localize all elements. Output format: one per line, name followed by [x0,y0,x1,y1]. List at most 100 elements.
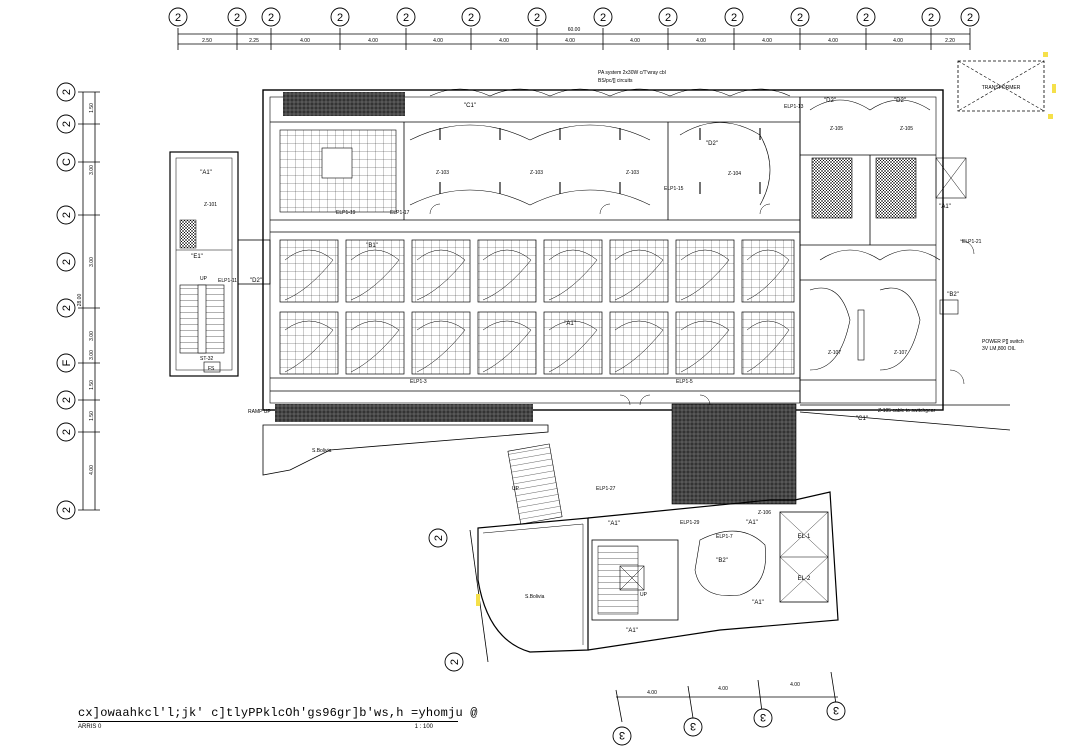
top-dim: 4.00 [499,38,509,44]
top-dim: 4.00 [433,38,443,44]
grid-bubble: 2 [731,12,737,24]
left-dim: 1.50 [89,380,95,390]
up-label: UP [200,276,208,282]
pa-note: PA system 2x30W c/T'wray cbl [598,70,666,76]
top-dim: 4.00 [630,38,640,44]
zone-label: Z-107 [894,350,907,356]
grid-bubble: 2 [534,12,540,24]
room-tag: "D2" [250,278,262,284]
grid-bubble: 2 [600,12,606,24]
elp-label: ELP1-27 [596,486,616,492]
room-tag: "A1" [746,520,758,526]
grid-bubble: 2 [863,12,869,24]
reading-room-tables [279,129,397,213]
left-dim: 1.50 [89,103,95,113]
room-tag: "D2" [894,98,906,104]
power-note: 3V LM,800 OIL [982,346,1016,352]
south-plaza [262,403,1011,525]
zone-label: Z-105 [900,126,913,132]
top-dim: 2.50 [202,38,212,44]
zone-label: Z-105 [830,126,843,132]
top-dim: 4.00 [565,38,575,44]
power-note: POWER P[] switch [982,339,1024,345]
podium-label: S.Bolivia [312,448,332,454]
left-grid: 28.00 1.50 3.00 3.00 3.00 3.00 1.50 1.50… [56,82,100,520]
grid-bubble: 2 [61,121,73,127]
grid-bubble: 2 [61,212,73,218]
grid-bubble: 2 [234,12,240,24]
grid-bubble: 2 [797,12,803,24]
grid-bubble: 2 [61,305,73,311]
grid-bubble: 2 [61,507,73,513]
title-sub-left: ARRIS 0 [78,724,102,730]
toilet-block [811,157,967,361]
grid-bubble: 2 [61,89,73,95]
room-tag: "A1" [608,521,620,527]
room-tag: "D2" [824,98,836,104]
grid-bubble: 2 [928,12,934,24]
grid-bubble: 2 [449,659,461,665]
light-fixtures [439,128,761,194]
right-room-circuits [809,99,941,371]
grid-bubble: 2 [665,12,671,24]
room-tag: "B1" [366,243,378,249]
top-overall-dim: 60.00 [568,27,581,33]
left-dim: 3.00 [89,257,95,267]
bottom-dim: 4.00 [790,682,800,688]
zone-label: Z-104 [728,171,741,177]
elp-label: ELP1-13 [784,104,804,110]
top-dim: 4.00 [368,38,378,44]
zone-label: Z-103 [626,170,639,176]
zone-label: Z-107 [828,350,841,356]
circuit-note: Z-105 cable to switchgear [878,408,936,414]
room-tag: "A1" [200,170,212,176]
room-tag: "C1" [464,103,476,109]
fs-label: FS [208,366,215,372]
lab-rooms [279,239,795,375]
elp-label: ELP1-21 [962,239,982,245]
room-tag: EL-1 [798,534,811,540]
top-dim: 4.00 [696,38,706,44]
elp-label: ELP1-5 [676,379,693,385]
main-building [262,89,944,422]
bottom-grid: 4.00 4.00 4.00 3 3 3 3 [612,671,846,746]
grid-bubble: 3 [690,720,696,732]
grid-bubble: 2 [61,397,73,403]
room-tag: "A1" [564,321,576,327]
room-tag: "A1" [752,600,764,606]
top-dim: 4.00 [762,38,772,44]
grid-bubble: 2 [468,12,474,24]
left-dim: 1.50 [89,411,95,421]
transformer-label: TRANSFORMER [982,85,1021,91]
elp-label: ELP1-11 [218,278,237,284]
grid-bubble: 2 [403,12,409,24]
top-dim: 4.00 [300,38,310,44]
room-tag: "A1" [939,204,951,210]
top-dim: 2.25 [249,38,259,44]
left-overall-dim: 28.00 [77,294,83,307]
zone-label: Z-103 [530,170,543,176]
transformer: TRANSFORMER [957,52,1056,119]
grid-bubble: 3 [619,729,625,741]
zone-label: Z-103 [436,170,449,176]
title-subline: ARRIS 0 1 : 100 [78,724,433,730]
room-tag: EL-2 [798,576,811,582]
elp-label: ELP1-7 [716,534,733,540]
door-swings [429,203,975,406]
stair-label: ST-32 [200,356,214,362]
zone-label: Z-106 [758,510,771,516]
grid-bubble: 2 [337,12,343,24]
room-tag: "C1" [856,416,868,422]
ramp-up-label: RAMP UP [248,409,271,415]
room-tag: "B2" [716,558,728,564]
up-label: UP [512,486,520,492]
grid-bubble: 2 [175,12,181,24]
top-dim: 4.00 [828,38,838,44]
grid-bubble: 2 [433,535,445,541]
drawing-scale: 1 : 100 [414,724,433,730]
left-dim: 3.00 [89,350,95,360]
grid-bubble: C [61,158,73,166]
top-grid: 60.00 2.50 2.25 4.00 4.00 4.00 4.00 4.00… [168,7,980,50]
left-dim: 3.00 [89,331,95,341]
